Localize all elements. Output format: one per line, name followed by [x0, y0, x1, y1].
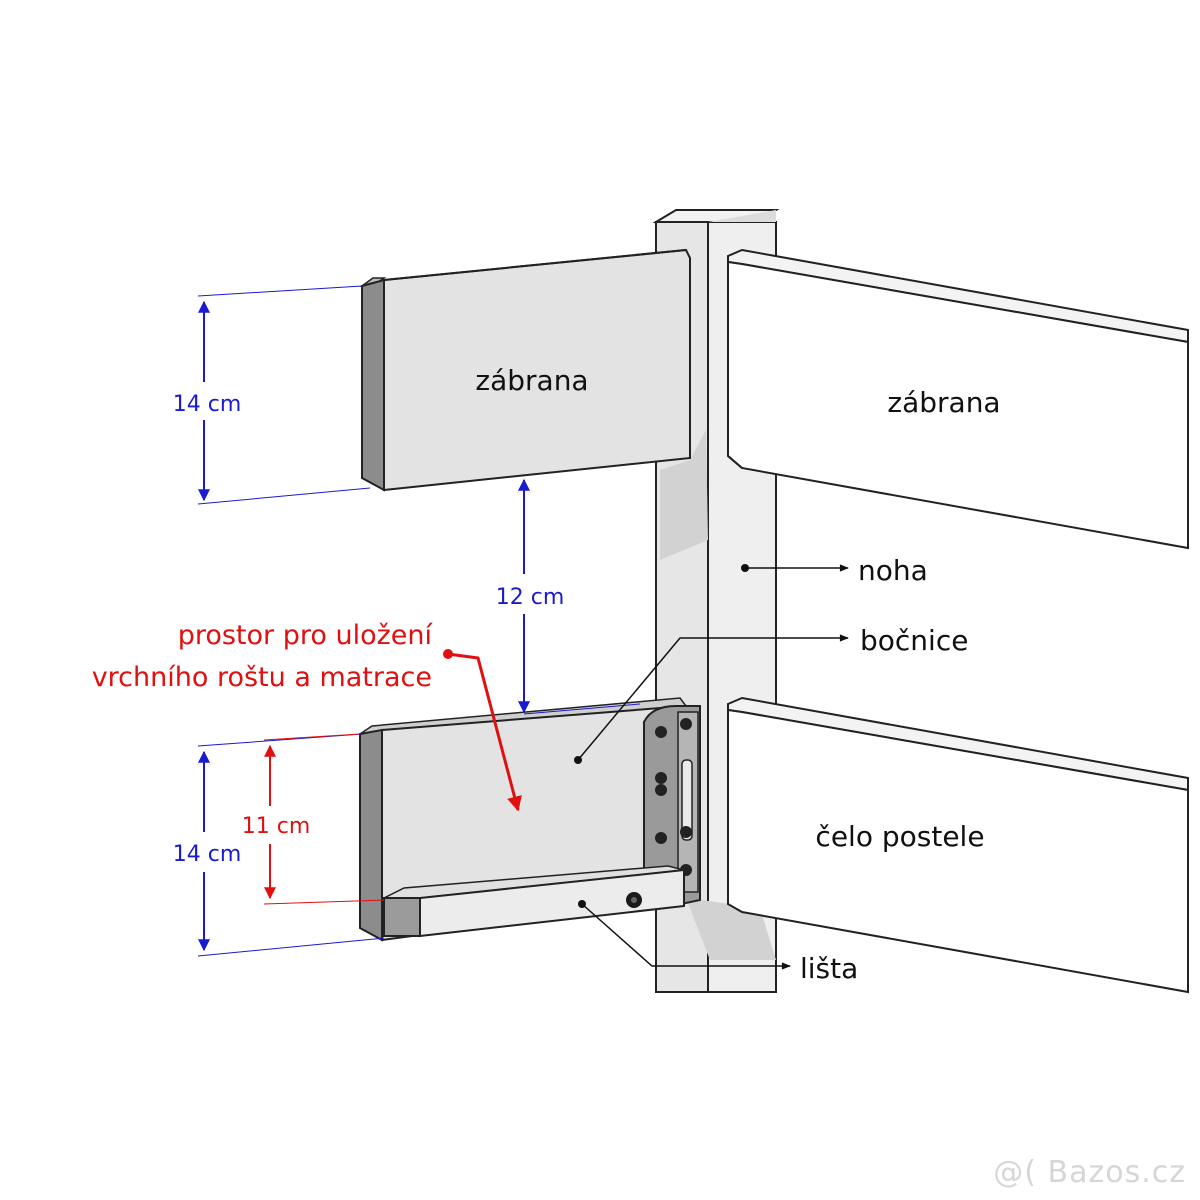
space-annotation: prostor pro uložení vrchního roštu a mat… [92, 620, 522, 812]
watermark: @( Bazos.cz [993, 1155, 1186, 1190]
inner-height-label: 11 cm [242, 814, 311, 839]
headboard-label: čelo postele [815, 820, 984, 853]
upper-left-panel [359, 248, 691, 492]
strip [383, 865, 685, 938]
annotation-line-1: prostor pro uložení [178, 620, 434, 651]
strip-leader: lišta [578, 900, 858, 985]
upper-right-panel [727, 248, 1189, 550]
leg-label: noha [858, 554, 928, 587]
dimension-lower-height: 14 cm [173, 733, 385, 957]
side-rail-leader: bočnice [574, 624, 968, 764]
metal-bracket [643, 705, 701, 908]
headboard [727, 696, 1189, 994]
upper-right-panel-label: zábrana [887, 386, 1000, 419]
upper-left-panel-label: zábrana [475, 364, 588, 397]
annotation-line-2: vrchního roštu a matrace [92, 662, 432, 693]
lower-height-label: 14 cm [173, 842, 242, 867]
dimension-upper-height: 14 cm [173, 285, 371, 505]
dimension-inner-height: 11 cm [242, 733, 385, 905]
upper-height-label: 14 cm [173, 392, 242, 417]
gap-label: 12 cm [496, 585, 565, 610]
leg-leader: noha [741, 554, 928, 587]
side-rail-label: bočnice [860, 624, 968, 657]
dimension-gap: 12 cm [496, 478, 641, 715]
strip-label: lišta [800, 952, 858, 985]
